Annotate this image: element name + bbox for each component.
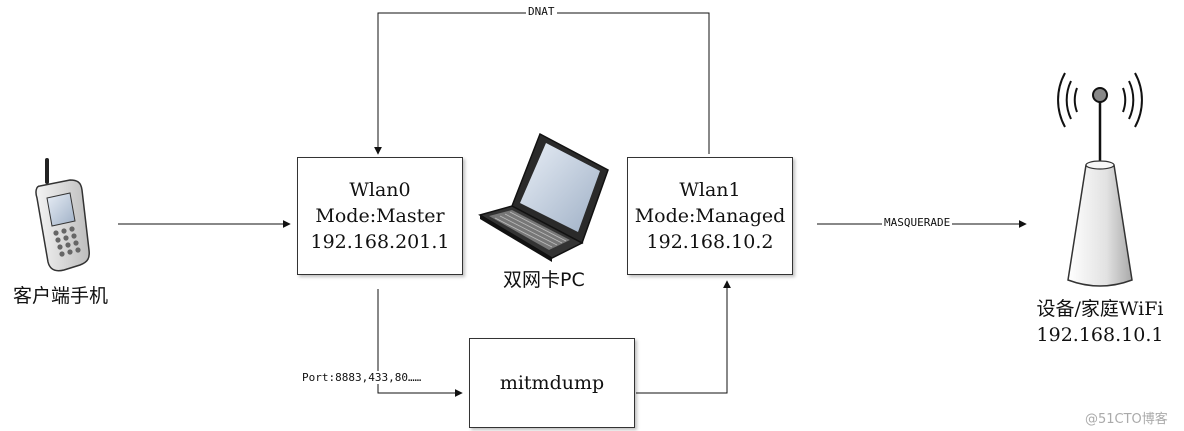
- router-caption-name: 设备/家庭WiFi: [1036, 298, 1164, 320]
- router-caption: 设备/家庭WiFi 192.168.10.1: [1030, 296, 1170, 348]
- wlan1-name: Wlan1: [679, 179, 741, 201]
- phone-caption: 客户端手机: [13, 285, 109, 307]
- phone-icon: [35, 158, 90, 272]
- router-caption-ip: 192.168.10.1: [1036, 324, 1164, 346]
- laptop-icon: [478, 132, 609, 262]
- mitmdump-label: mitmdump: [499, 372, 605, 394]
- wlan1-ip: 192.168.10.2: [646, 231, 774, 253]
- masquerade-label: MASQUERADE: [882, 216, 953, 229]
- wlan1-mode: Mode:Managed: [634, 205, 786, 227]
- edge-mitmdump-to-wlan1: [636, 280, 731, 394]
- wlan0-mode: Mode:Master: [315, 205, 445, 227]
- edge-dnat: [374, 12, 710, 155]
- edge-wlan0-to-mitmdump: [377, 289, 463, 397]
- mitmdump-node: mitmdump: [469, 338, 635, 428]
- wlan0-name: Wlan0: [349, 179, 411, 201]
- port-label: Port:8883,433,80……: [300, 371, 424, 384]
- watermark: @51CTO博客: [1085, 412, 1168, 427]
- dnat-label: DNAT: [526, 5, 557, 18]
- wlan0-ip: 192.168.201.1: [310, 231, 450, 253]
- pc-caption: 双网卡PC: [503, 269, 585, 291]
- wifi-router-icon: [1057, 72, 1143, 287]
- wlan0-node: Wlan0 Mode:Master 192.168.201.1: [297, 157, 463, 275]
- wlan1-node: Wlan1 Mode:Managed 192.168.10.2: [627, 157, 793, 275]
